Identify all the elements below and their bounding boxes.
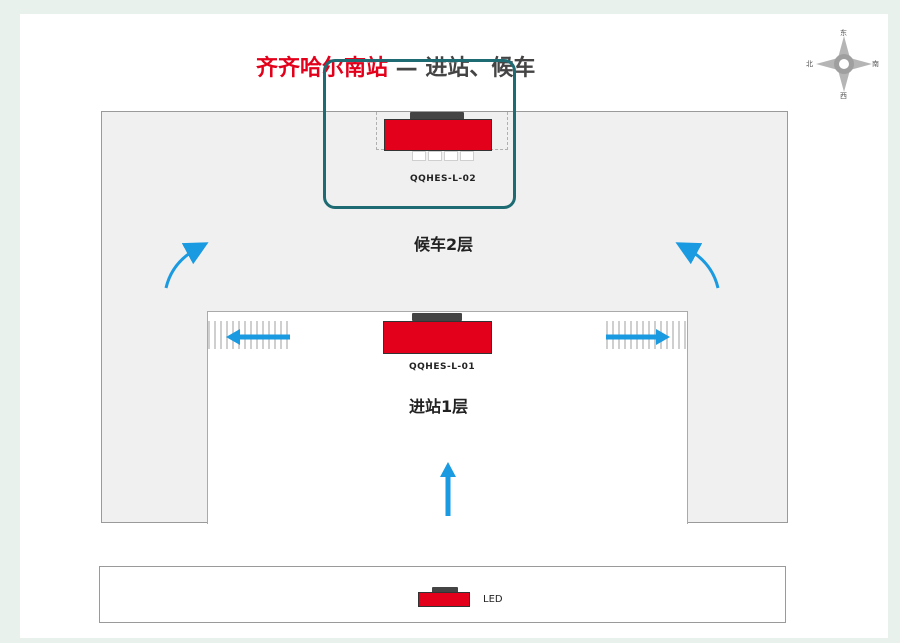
upper-led-mount (410, 112, 464, 120)
compass-right-label: 南 (872, 60, 879, 68)
seat (412, 151, 426, 161)
highlight-frame (323, 59, 516, 209)
upper-screen-id: QQHES-L-02 (410, 174, 477, 184)
legend-led-mount (432, 587, 458, 593)
compass-icon (816, 36, 872, 92)
left-arrow-icon (226, 329, 240, 345)
compass-bottom-label: 西 (840, 92, 847, 100)
lower-floor-label: 进站1层 (409, 397, 469, 416)
compass-top-label: 东 (840, 29, 847, 37)
upper-floor-label: 候车2层 (414, 235, 474, 254)
compass-left-label: 北 (806, 60, 813, 68)
right-arrow-icon (656, 329, 670, 345)
upper-led-screen (384, 119, 492, 151)
lower-led-screen (383, 321, 492, 354)
lower-screen-id: QQHES-L-01 (409, 362, 476, 372)
entrance-opening (395, 518, 495, 530)
seat (460, 151, 474, 161)
legend-label: LED (483, 594, 503, 605)
seat (428, 151, 442, 161)
legend-led-swatch (418, 592, 470, 607)
lower-led-mount (412, 313, 462, 321)
compass-rose: 东 西 北 南 (806, 29, 879, 100)
seat (444, 151, 458, 161)
legend-box (99, 566, 786, 623)
left-curved-arrow-icon (164, 242, 209, 289)
up-arrow-icon (440, 462, 456, 477)
right-curved-arrow-icon (675, 242, 720, 289)
